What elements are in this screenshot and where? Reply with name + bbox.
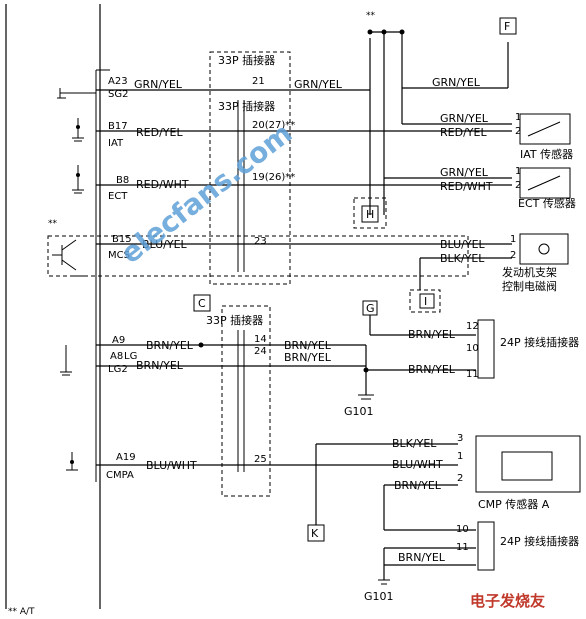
wire-a9-brn-yel: BRN/YEL — [146, 339, 194, 352]
mcs-valve-label-1: 发动机支架 — [502, 265, 557, 279]
conn-24p-a: 24P 接线插接器 — [500, 335, 579, 349]
wires — [96, 31, 512, 580]
wire-b17-red-yel: RED/YEL — [136, 126, 183, 139]
pin-j-11: 11 — [466, 369, 479, 380]
ref-i: I — [424, 295, 427, 308]
wire-ect-red-wht: RED/WHT — [440, 180, 493, 193]
cmp-sensor — [475, 435, 581, 493]
ref-f: F — [504, 20, 510, 33]
pin-iat-2: 2 — [515, 126, 521, 137]
pin-b17: B17 — [108, 121, 128, 132]
wire-a23-grn-yel-2: GRN/YEL — [294, 78, 343, 91]
pin-a8: A8 — [110, 351, 123, 362]
footnote-at: ** A/T — [8, 607, 35, 617]
pin-j2-11: 11 — [456, 542, 469, 553]
pin-ect-2: 2 — [515, 180, 521, 191]
ground-g101-b: G101 — [364, 590, 394, 603]
pin-num-24: 24 — [254, 346, 267, 357]
pin-cmp-2: 2 — [457, 473, 463, 484]
ground-g101-a: G101 — [344, 405, 374, 418]
ect-sensor-label: ECT 传感器 — [518, 197, 576, 210]
pin-a19: A19 — [116, 452, 136, 463]
pin-mcs-1: 1 — [510, 234, 516, 245]
iat-sensor — [519, 113, 571, 145]
pin-iat: IAT — [108, 138, 124, 149]
pin-ect: ECT — [108, 191, 128, 202]
watermark-text: elecfans.com — [114, 116, 298, 270]
pin-ect-1: 1 — [515, 166, 521, 177]
conn-33p-mid: 33P 插接器 — [218, 99, 275, 113]
connector-bars — [237, 100, 245, 472]
dashed-outlines — [47, 51, 469, 497]
pin-num-20: 20(27)** — [252, 120, 295, 131]
ref-boxes — [193, 17, 517, 542]
pin-num-19: 19(26)** — [252, 172, 295, 183]
footnote-star-ecu: ** — [48, 219, 58, 229]
wire-cmp-brn-yel: BRN/YEL — [394, 479, 442, 492]
conn-24p-b: 24P 接线插接器 — [500, 534, 579, 548]
wire-12-brn-yel: BRN/YEL — [408, 328, 456, 341]
wire-a8-brn-yel: BRN/YEL — [136, 359, 184, 372]
wire-g101-brn-yel: BRN/YEL — [398, 551, 446, 564]
wire-mcs-blk-yel: BLK/YEL — [440, 252, 485, 265]
junction-dots — [198, 29, 405, 373]
cmp-sensor-label: CMP 传感器 A — [478, 498, 550, 511]
pin-num-23: 23 — [254, 236, 267, 247]
wire-cmp-blk-yel: BLK/YEL — [392, 437, 437, 450]
wire-a19-blu-wht: BLU/WHT — [146, 459, 197, 472]
wire-b8-red-wht: RED/WHT — [136, 178, 189, 191]
wire-mcs-blu-yel: BLU/YEL — [440, 238, 486, 251]
pin-cmpa: CMPA — [106, 470, 134, 481]
ref-h: H — [366, 208, 374, 221]
wire-a23-grn-yel: GRN/YEL — [134, 78, 183, 91]
pin-a9: A9 — [112, 335, 125, 346]
wire-11-brn-yel: BRN/YEL — [408, 363, 456, 376]
pin-a23: A23 — [108, 76, 128, 87]
wire-cmp-blu-wht: BLU/WHT — [392, 458, 443, 471]
pin-b15: B15 — [112, 234, 132, 245]
ref-g: G — [366, 302, 375, 315]
junction-24p — [477, 319, 495, 571]
watermark-logo: 电子发烧友 — [470, 592, 545, 610]
pin-j-10: 10 — [466, 343, 479, 354]
wire-ect-grn-yel: GRN/YEL — [440, 166, 489, 179]
ref-c: C — [198, 297, 206, 310]
pin-num-25: 25 — [254, 454, 267, 465]
ref-k: K — [311, 527, 319, 540]
wire-14-brn-yel: BRN/YEL — [284, 339, 332, 352]
pin-mcs-2: 2 — [510, 250, 516, 261]
wire-f-grn-yel: GRN/YEL — [432, 76, 481, 89]
conn-33p-low: 33P 插接器 — [206, 313, 263, 327]
conn-33p-top: 33P 插接器 — [218, 53, 275, 67]
pin-sg2: SG2 — [108, 89, 128, 100]
pin-mcs: MCS — [108, 250, 130, 261]
ect-sensor — [519, 167, 571, 199]
pin-j-12: 12 — [466, 321, 479, 332]
ecu-body — [5, 4, 110, 609]
pin-j2-10: 10 — [456, 524, 469, 535]
wire-24-brn-yel: BRN/YEL — [284, 351, 332, 364]
pin-cmp-1: 1 — [457, 451, 463, 462]
pin-num-21: 21 — [252, 76, 265, 87]
pin-num-14: 14 — [254, 334, 267, 345]
pin-lg2: LG2 — [108, 364, 128, 375]
pin-b8: B8 — [116, 175, 129, 186]
pin-iat-1: 1 — [515, 112, 521, 123]
mcs-valve — [519, 233, 569, 265]
pin-cmp-3: 3 — [457, 433, 463, 444]
footnote-star-top: ** — [366, 11, 376, 21]
ground-g101 — [358, 394, 390, 585]
wire-iat-grn-yel: GRN/YEL — [440, 112, 489, 125]
wire-iat-red-yel: RED/YEL — [440, 126, 487, 139]
wire-b15-blu-yel: BLU/YEL — [142, 238, 188, 251]
mcs-valve-label-2: 控制电磁阀 — [502, 279, 557, 293]
ecu-internal-circuits — [52, 88, 96, 471]
pin-lg: LG — [124, 351, 137, 362]
iat-sensor-label: IAT 传感器 — [520, 148, 573, 161]
